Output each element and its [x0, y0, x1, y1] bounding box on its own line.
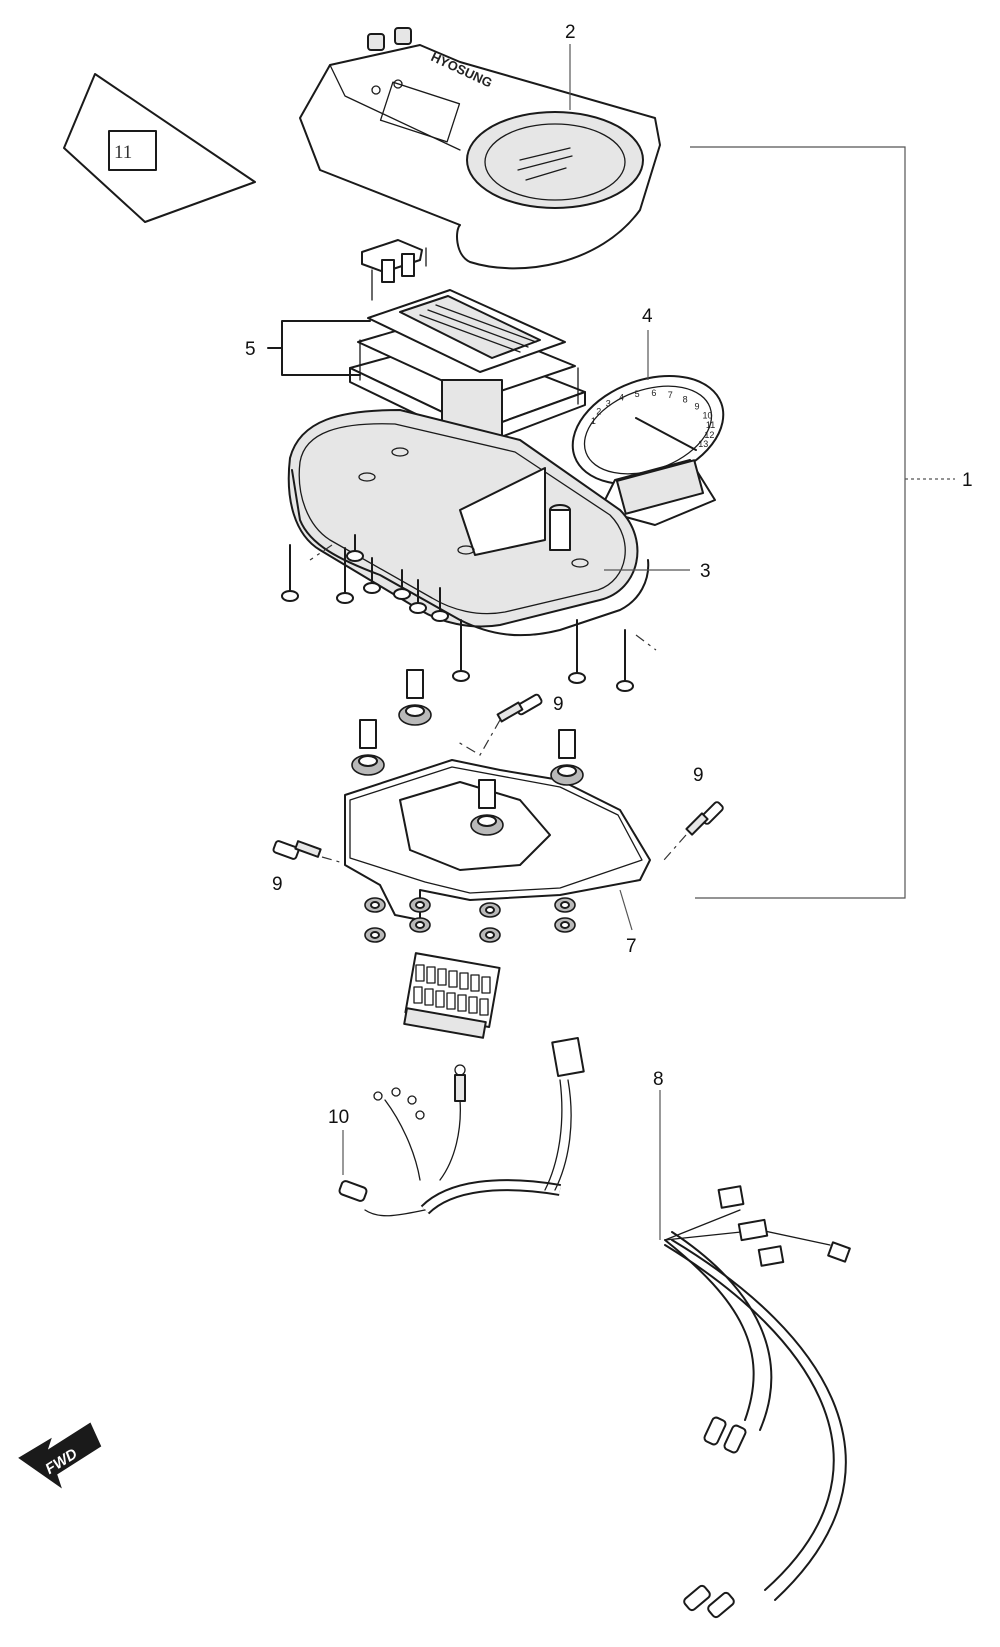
- connector-pin: [481, 976, 491, 994]
- washer-hole: [415, 921, 425, 929]
- screw-9-right: 9: [663, 765, 724, 861]
- case-screws: [281, 534, 657, 692]
- screw-head: [409, 602, 427, 614]
- washer-hole: [560, 901, 570, 909]
- washer-hole: [370, 931, 380, 939]
- screw-head: [336, 592, 354, 604]
- grommet-hole: [557, 765, 577, 777]
- screw-head: [568, 672, 586, 684]
- spacer-collar: [406, 669, 424, 699]
- meter-case: 3: [287, 409, 711, 637]
- screw-head: [431, 610, 449, 622]
- dial-number: 10: [703, 410, 713, 420]
- dial-number: 5: [635, 389, 640, 399]
- screw-head: [452, 670, 470, 682]
- reference-box-number: 11: [114, 142, 132, 163]
- connector-pin: [426, 966, 436, 984]
- callout-8: 8: [653, 1069, 664, 1090]
- spacer-collar: [558, 729, 576, 759]
- connector-pin: [448, 970, 458, 988]
- screw-head: [616, 680, 634, 692]
- grommet-hole: [477, 815, 497, 827]
- mounting-bracket: 7: [344, 669, 651, 957]
- screw-head: [281, 590, 299, 602]
- callout-4: 4: [642, 306, 653, 327]
- grommet-hole: [405, 705, 425, 717]
- screw-9-top: 9: [457, 693, 564, 756]
- dial-number: 11: [706, 420, 715, 430]
- connector-pin: [470, 974, 480, 992]
- connector-pin: [446, 992, 456, 1010]
- callout-5: 5: [245, 339, 256, 360]
- washer-hole: [485, 906, 495, 914]
- screw-head: [346, 550, 364, 562]
- spacer-collar: [359, 719, 377, 749]
- spacer-collar: [478, 779, 496, 809]
- washer-hole: [370, 901, 380, 909]
- dial-number: 12: [704, 430, 714, 440]
- connector-pin: [424, 988, 434, 1006]
- washer-hole: [485, 931, 495, 939]
- connector-pin: [435, 990, 445, 1008]
- connector-pin: [468, 996, 478, 1014]
- dial-number: 1: [591, 416, 596, 426]
- dial-number: 9: [695, 402, 700, 412]
- connector-pin: [479, 998, 489, 1016]
- callout-3: 3: [700, 561, 711, 582]
- grommet-hole: [358, 755, 378, 767]
- callout-10: 10: [328, 1107, 349, 1128]
- callout-9a: 9: [553, 694, 564, 715]
- connector-pin: [459, 972, 469, 990]
- connector-pin: [413, 986, 423, 1004]
- meter-cover: HYOSUNG 2: [299, 22, 661, 270]
- callout-9c: 9: [272, 874, 283, 895]
- dial-number: 13: [698, 439, 708, 449]
- dial-number: 2: [596, 407, 601, 417]
- dial-number: 4: [619, 393, 624, 403]
- callout-9b: 9: [693, 765, 704, 786]
- screw-head: [363, 582, 381, 594]
- terminal-clip: [361, 239, 427, 301]
- callout-2: 2: [565, 22, 576, 43]
- callout-1: 1: [962, 470, 973, 491]
- dial-number: 6: [651, 388, 656, 398]
- dial-number: 3: [606, 399, 611, 409]
- reference-marker: 11: [63, 73, 256, 223]
- washer-hole: [560, 921, 570, 929]
- washer-hole: [415, 901, 425, 909]
- connector-pin: [437, 968, 447, 986]
- callout-7: 7: [626, 936, 637, 957]
- screw-head: [393, 588, 411, 600]
- connector-pin: [415, 964, 425, 982]
- assembly-bracket: 1: [690, 146, 973, 899]
- dial-number: 8: [683, 395, 688, 405]
- wire-harness: 10 8: [328, 952, 851, 1619]
- forward-direction-arrow: FWD: [18, 1422, 102, 1489]
- dial-number: 7: [668, 390, 673, 400]
- connector-pin: [457, 994, 467, 1012]
